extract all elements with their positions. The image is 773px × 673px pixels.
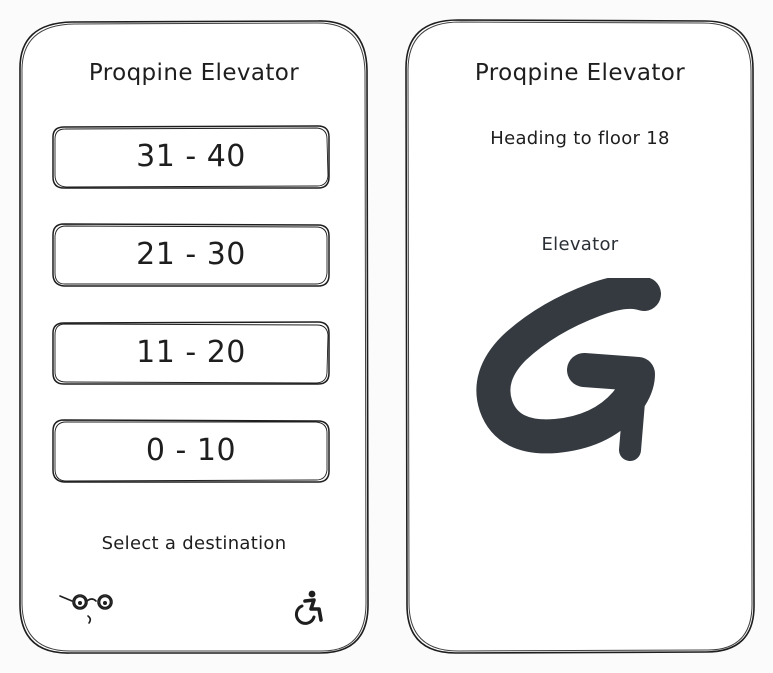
floor-range-button-11-20[interactable]: 11 - 20	[52, 321, 330, 385]
status-title: Proqpine Elevator	[474, 60, 686, 86]
floor-range-button-0-10[interactable]: 0 - 10	[52, 419, 330, 483]
accessibility-button[interactable]	[294, 590, 324, 626]
floor-range-button-21-30[interactable]: 21 - 30	[52, 223, 330, 287]
button-outline	[52, 419, 330, 483]
floor-range-label: 21 - 30	[136, 237, 246, 272]
select-destination-hint: Select a destination	[101, 533, 287, 554]
elevator-id-glyph-g	[476, 278, 661, 461]
floor-range-button-31-40[interactable]: 31 - 40	[52, 125, 330, 189]
floor-range-label: 31 - 40	[136, 139, 246, 174]
selector-title: Proqpine Elevator	[88, 60, 300, 86]
elevator-label: Elevator	[541, 234, 619, 255]
floor-range-label: 11 - 20	[136, 335, 246, 370]
floor-range-label: 0 - 10	[145, 433, 237, 468]
button-outline	[52, 125, 330, 189]
button-outline	[52, 223, 330, 287]
wheelchair-icon	[294, 590, 323, 625]
glasses-icon	[59, 594, 113, 624]
heading-to-floor-text: Heading to floor 18	[490, 128, 670, 149]
button-outline	[52, 321, 330, 385]
vision-mode-button[interactable]	[58, 588, 120, 628]
